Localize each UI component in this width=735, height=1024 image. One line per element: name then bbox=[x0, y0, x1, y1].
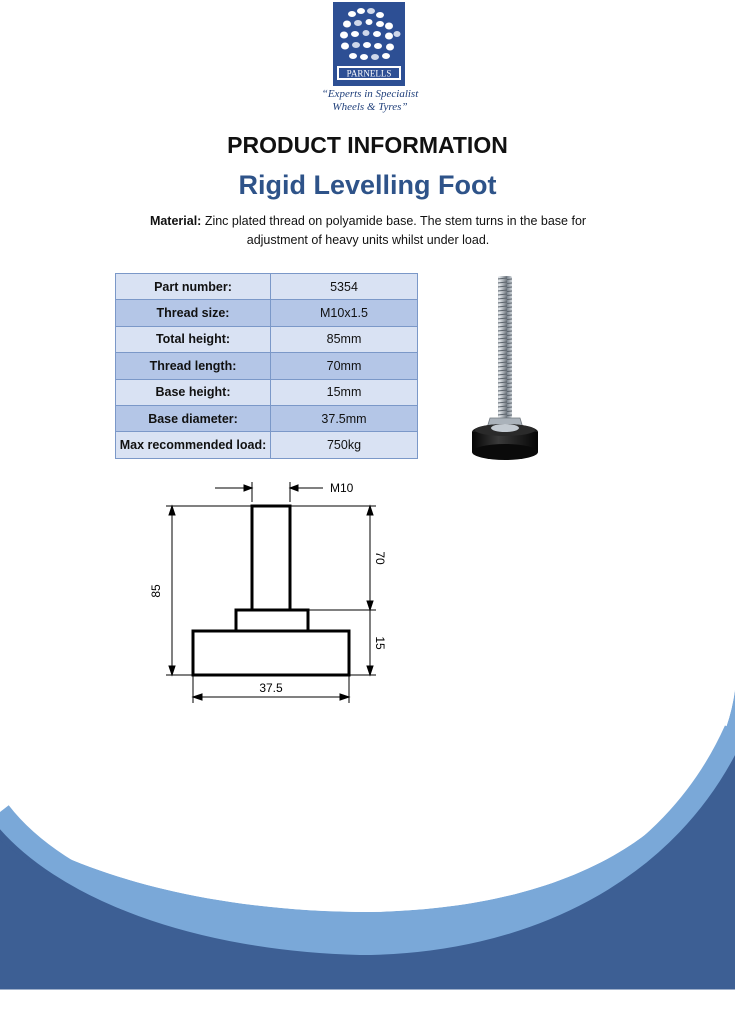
base-diameter-label: 37.5 bbox=[259, 681, 283, 695]
spec-row-part-number: Part number: 5354 bbox=[115, 272, 418, 301]
material-description: Material: Zinc plated thread on polyamid… bbox=[120, 212, 616, 250]
spec-key: Base height: bbox=[115, 378, 271, 406]
page-heading: PRODUCT INFORMATION bbox=[227, 132, 508, 158]
levelling-foot-photo-icon bbox=[472, 276, 538, 460]
spec-value: 15mm bbox=[270, 378, 418, 406]
tagline-line-1: “Experts in Specialist bbox=[321, 88, 419, 100]
spec-row-total-height: Total height: 85mm bbox=[115, 325, 418, 354]
dimension-drawing: M10 85 70 15 37.5 bbox=[150, 481, 387, 703]
spec-key: Base diameter: bbox=[115, 404, 271, 433]
material-text: Zinc plated thread on polyamide base. Th… bbox=[201, 214, 587, 247]
material-label: Material: bbox=[149, 214, 202, 228]
spec-table: Part number: 5354 Thread size: M10x1.5 T… bbox=[115, 272, 418, 459]
spec-value: 85mm bbox=[270, 325, 418, 354]
foot-outline bbox=[191, 504, 351, 677]
dot-circle-logo-icon bbox=[340, 8, 401, 60]
thread-length-label: 70 bbox=[373, 551, 387, 565]
tagline-line-2: Wheels & Tyres” bbox=[332, 101, 408, 113]
spec-row-base-height: Base height: 15mm bbox=[115, 378, 418, 406]
spec-row-base-diameter: Base diameter: 37.5mm bbox=[115, 404, 418, 433]
spec-key: Thread size: bbox=[115, 299, 271, 327]
spec-row-thread-length: Thread length: 70mm bbox=[115, 352, 418, 380]
spec-value: 750kg bbox=[270, 431, 418, 459]
base-height-label: 15 bbox=[373, 636, 387, 650]
parnells-logo: PARNELLS bbox=[333, 2, 405, 86]
spec-row-thread-size: Thread size: M10x1.5 bbox=[115, 299, 418, 327]
brand-tagline: “Experts in Specialist Wheels & Tyres” bbox=[290, 88, 450, 114]
spec-key: Part number: bbox=[115, 272, 271, 301]
spec-value: 5354 bbox=[270, 272, 418, 301]
total-height-label: 85 bbox=[150, 584, 163, 598]
product-name: Rigid Levelling Foot bbox=[238, 170, 497, 200]
spec-key: Thread length: bbox=[115, 352, 271, 380]
spec-key: Max recommended load: bbox=[115, 431, 271, 459]
spec-value: M10x1.5 bbox=[270, 299, 418, 327]
thread-dimension-label: M10 bbox=[330, 481, 354, 495]
spec-row-max-load: Max recommended load: 750kg bbox=[115, 431, 418, 459]
spec-key: Total height: bbox=[115, 325, 271, 354]
spec-value: 37.5mm bbox=[270, 404, 418, 433]
brand-name: PARNELLS bbox=[347, 69, 392, 79]
decorative-swoosh bbox=[0, 690, 735, 1024]
spec-value: 70mm bbox=[270, 352, 418, 380]
